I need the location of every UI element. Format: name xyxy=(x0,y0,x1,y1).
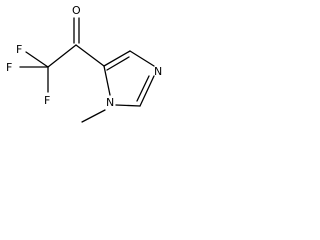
bond-ring-c5-c4 xyxy=(103,50,131,67)
atom-oxygen: O xyxy=(72,4,81,17)
atom-fluorine-bottom: F xyxy=(44,94,50,107)
bond-ring-c2-n1 xyxy=(115,104,141,107)
bond-ring-n1-c5 xyxy=(103,65,111,96)
bond-n-methyl xyxy=(81,109,106,123)
atom-nitrogen-methyl: N xyxy=(106,96,114,109)
atom-fluorine-left: F xyxy=(6,61,12,74)
bond-ring-n3-c2-inner xyxy=(136,75,150,102)
bond-co-cf3 xyxy=(47,44,77,68)
bond-c-f-top xyxy=(25,51,49,68)
bond-ring-c4-n3 xyxy=(129,50,155,67)
bond-co-ring xyxy=(75,44,105,67)
bond-ring-n3-c2 xyxy=(139,75,155,107)
bond-ring-c5-c4-inner xyxy=(106,56,130,71)
atom-nitrogen-ring: N xyxy=(154,65,162,78)
atom-fluorine-top: F xyxy=(16,43,22,56)
molecule-structure: O F F F N N xyxy=(6,4,162,123)
